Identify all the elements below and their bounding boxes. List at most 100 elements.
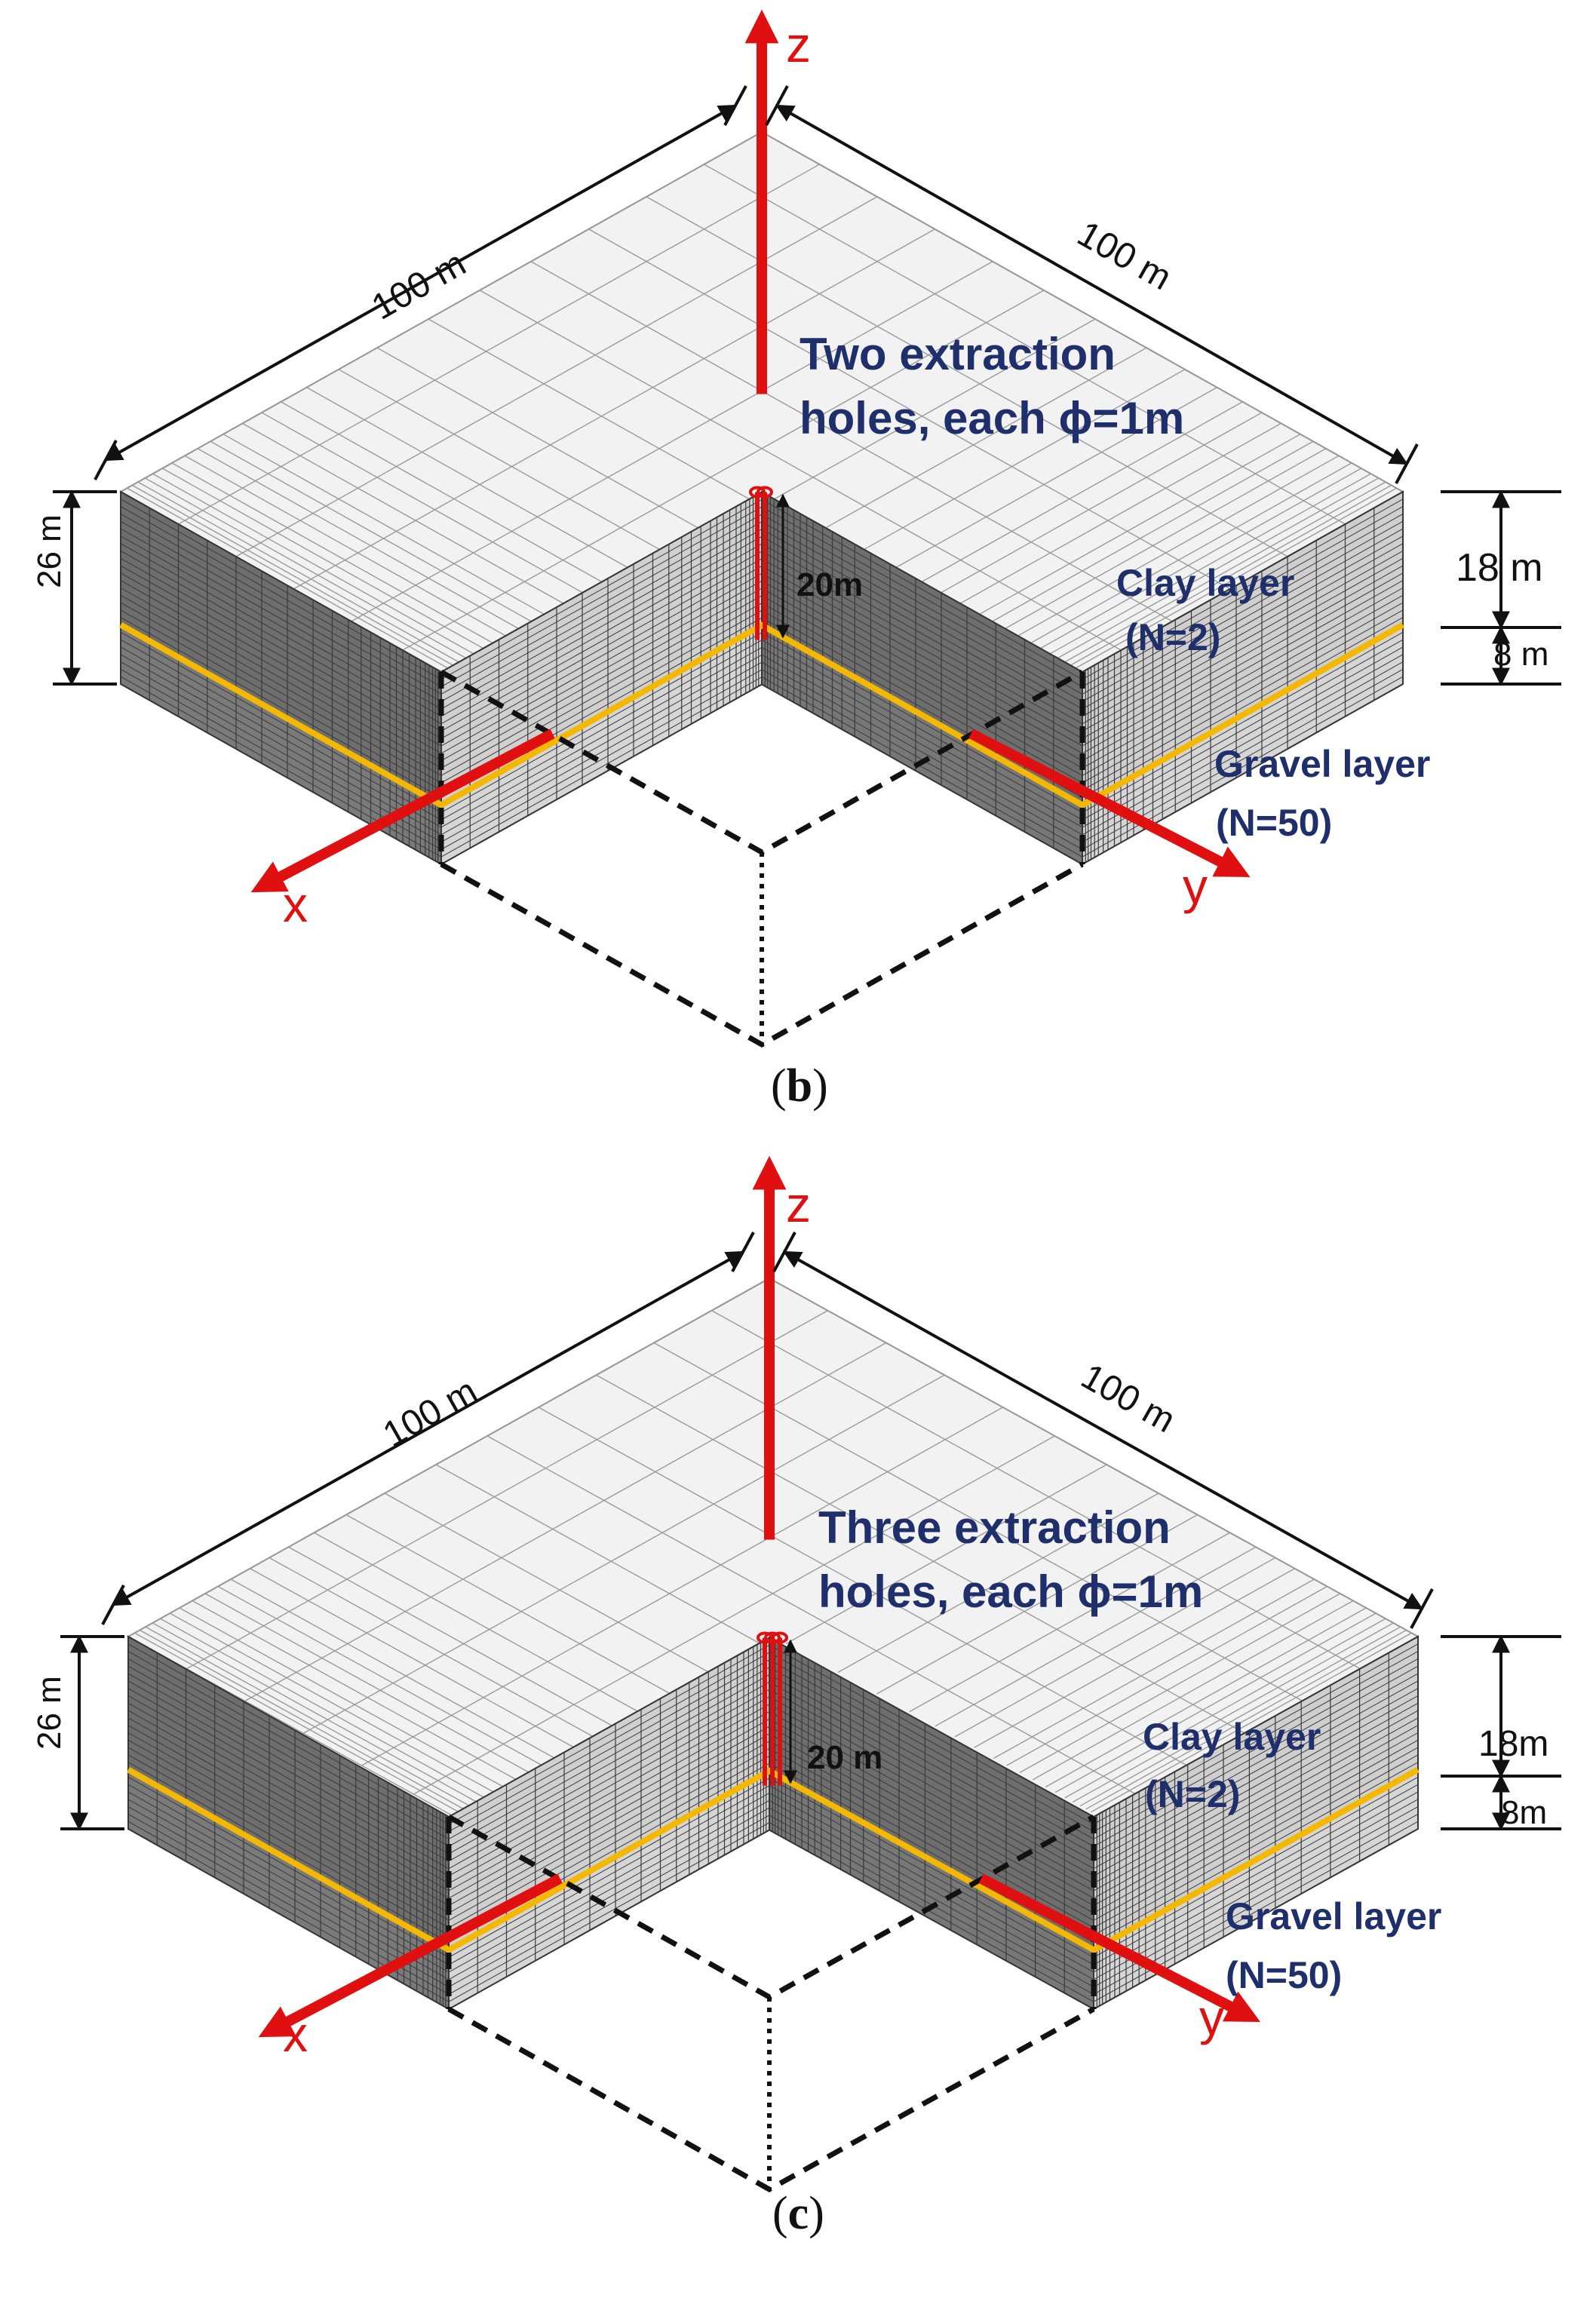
wall-layer-line — [1082, 565, 1404, 747]
wall-layer-line — [1082, 543, 1404, 725]
wall-layer-line — [769, 1799, 1094, 1980]
wall-layer-line — [127, 1784, 450, 1965]
top-grid-line — [1064, 1618, 1386, 1799]
wall-layer-line — [448, 1807, 770, 1988]
gravel-layer-label: Gravel layer — [1226, 1895, 1441, 1937]
wall-layer-line — [1082, 506, 1404, 688]
dimension-tick — [772, 1232, 796, 1272]
top-grid-line — [1057, 477, 1380, 658]
wall-layer-line — [120, 588, 442, 769]
wall-layer-line — [769, 1644, 1094, 1825]
top-grid-line — [1050, 473, 1371, 655]
wall-layer-line — [120, 535, 442, 717]
wall-layer-line — [1093, 1717, 1419, 1899]
wall-layer-line — [127, 1651, 450, 1833]
dimension-gravel-label: 8m — [1501, 1794, 1547, 1831]
top-grid-line — [1076, 487, 1397, 669]
dimension-right-label: 100 m — [1071, 213, 1178, 298]
wall-layer-line — [1093, 1680, 1419, 1862]
top-grid-line — [179, 1607, 505, 1788]
wall-layer-line — [769, 1696, 1094, 1876]
dimension-tick — [1410, 1588, 1434, 1629]
wall-layer-line — [761, 640, 1083, 821]
top-grid-line — [1030, 462, 1352, 643]
wall-layer-line — [448, 1815, 770, 1995]
top-grid-line — [134, 1632, 459, 1813]
wall-layer-line — [1093, 1643, 1419, 1825]
wall-layer-line — [440, 558, 763, 739]
wall-layer-line — [761, 661, 1083, 843]
dimension-clay-label: 18 m — [1456, 546, 1543, 590]
dimension-left-line — [111, 1250, 745, 1606]
wall-layer-line — [769, 1667, 1094, 1847]
wall-layer-line — [1093, 1821, 1419, 2002]
dimension-height-label: 26 m — [31, 514, 68, 588]
wall-layer-line — [1082, 654, 1404, 836]
excavated-bottom-edge — [440, 861, 1084, 1048]
wall-layer-line — [120, 543, 442, 725]
wall-layer-line — [448, 1674, 770, 1855]
extraction-holes — [757, 1631, 797, 1786]
holes-description-line2: holes, each ϕ=1m — [818, 1566, 1203, 1617]
clay-layer-n: (N=2) — [1145, 1773, 1240, 1815]
top-grid-line — [1079, 1626, 1401, 1807]
wall-layer-line — [1093, 1710, 1419, 1891]
top-grid-line — [160, 1618, 485, 1799]
wall-layer-line — [1082, 528, 1404, 710]
wall-layer-line — [761, 558, 1083, 739]
wall-layer-line — [1082, 639, 1404, 821]
wall-layer-line — [440, 595, 763, 776]
holes-description-line1: Three extraction — [818, 1502, 1171, 1553]
wall-layer-line — [1093, 1702, 1419, 1884]
wall-layer-line — [769, 1711, 1094, 1891]
wall-layer-line — [761, 566, 1083, 747]
wall-layer-line — [127, 1747, 450, 1928]
wall-layer-line — [127, 1695, 450, 1876]
wall-layer-line — [1082, 551, 1404, 732]
wall-layer-line — [120, 506, 442, 688]
top-grid-line — [131, 484, 453, 666]
wall-layer-line — [440, 588, 763, 769]
wall-layer-line — [1082, 588, 1404, 769]
wall-layer-line — [769, 1778, 1094, 1958]
top-grid-line — [152, 1622, 477, 1803]
wall-layer-line — [1093, 1806, 1419, 1988]
wall-layer-line — [120, 513, 442, 695]
wall-layer-line — [448, 1689, 770, 1870]
wall-layer-line — [761, 676, 1083, 857]
wall-layer-line — [1082, 520, 1404, 702]
wall-layer-line — [440, 543, 763, 725]
wall-layer-line — [1082, 631, 1404, 813]
wall-layer-line — [448, 1822, 770, 2002]
wall-layer-line — [120, 499, 442, 680]
wall-layer-line — [448, 1667, 770, 1847]
hole-depth-label: 20m — [796, 566, 863, 603]
wall-layer-line — [1093, 1695, 1419, 1876]
wall-layer-line — [769, 1659, 1094, 1839]
wall-layer-line — [1093, 1732, 1419, 1913]
wall-layer-line — [127, 1658, 450, 1839]
clay-layer-label: Clay layer — [1116, 562, 1294, 604]
holes-description-line1: Two extraction — [800, 329, 1116, 379]
wall-layer-line — [1082, 499, 1404, 680]
dimension-tick — [101, 1585, 125, 1625]
wall-layer-line — [127, 1762, 450, 1944]
wall-layer-line — [127, 1673, 450, 1855]
top-grid-line — [1091, 1632, 1412, 1813]
wall-layer-line — [127, 1688, 450, 1870]
dimension-lines — [53, 85, 1561, 686]
top-grid-line — [1006, 1585, 1327, 1766]
top-grid-line — [152, 473, 474, 655]
dimension-left-line — [103, 104, 738, 462]
wall-layer-line — [448, 1785, 770, 1965]
wall-layer-line — [448, 1799, 770, 1980]
wall-layer-line — [448, 1652, 770, 1833]
y-axis — [978, 1873, 1260, 2022]
caption-c: (c) — [772, 2188, 824, 2239]
axes — [258, 1155, 1260, 2038]
wall-layer-line — [448, 1718, 770, 1899]
wall-layer-line — [127, 1821, 450, 2002]
dimension-left-label: 100 m — [376, 1371, 483, 1456]
top-grid-line — [184, 455, 506, 637]
